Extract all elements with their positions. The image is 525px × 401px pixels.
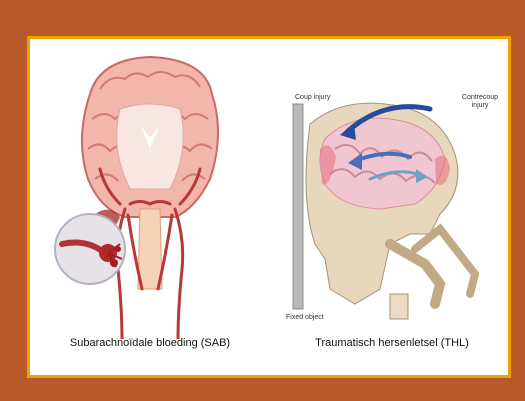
fixed-object-bar: [293, 104, 303, 309]
illustration-frame: Subarachnoïdale bloeding (SAB): [27, 36, 511, 378]
thl-caption: Traumatisch hersenletsel (THL): [270, 337, 514, 349]
thl-illustration: [270, 39, 514, 339]
sab-panel: Subarachnoïdale bloeding (SAB): [30, 39, 270, 375]
coup-label: Coup injury: [295, 94, 330, 102]
fixed-object-label: Fixed object: [286, 314, 324, 322]
sab-caption: Subarachnoïdale bloeding (SAB): [30, 337, 270, 349]
contrecoup-line1: Contrecoup: [462, 94, 498, 101]
contrecoup-label: Contrecoup injury: [445, 94, 515, 110]
thl-panel: Coup injury Contrecoup injury Fixed obje…: [270, 39, 514, 375]
sab-illustration: [30, 39, 270, 339]
contrecoup-line2: injury: [472, 102, 489, 109]
